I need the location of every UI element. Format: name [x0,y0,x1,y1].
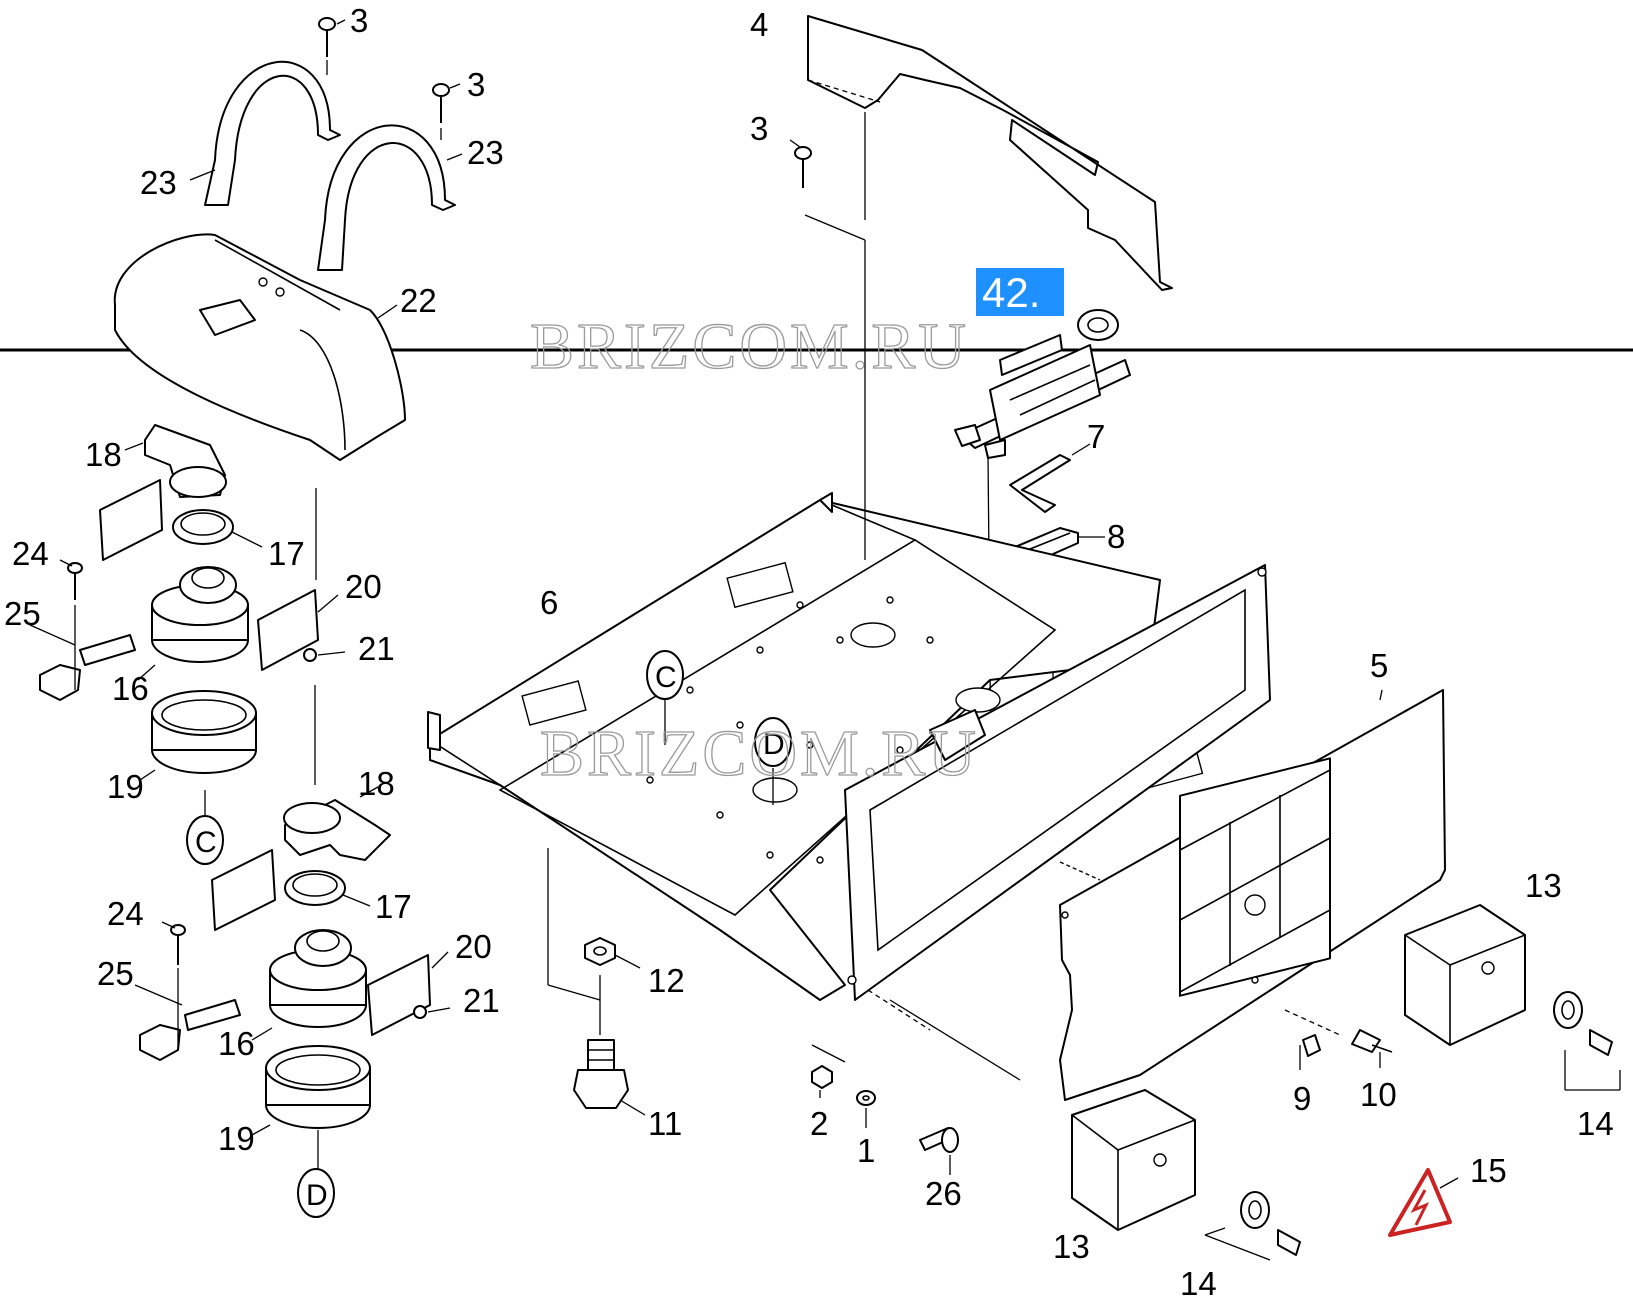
callout-20b: 20 [455,928,492,965]
part-25-brush-holder-upper [29,605,136,701]
control-panel-label-sticker [1179,768,1331,994]
callout-1: 1 [857,1132,875,1169]
reference-marker-d-bottom: D [297,1168,335,1218]
callout-3b: 3 [467,66,485,103]
callout-23b: 23 [467,134,504,171]
part-7-bracket [1009,443,1091,513]
svg-text:42.: 42. [982,269,1040,316]
callout-2: 2 [810,1105,828,1142]
part-18-outlet-duct-lower [283,786,391,861]
part-10-bolt [1284,1009,1393,1068]
part-42-terminal-assembly [954,309,1131,876]
part-3-screw-center [789,139,812,188]
callout-5: 5 [1370,647,1388,684]
part-25-brush-holder-lower [134,968,241,1061]
part-13-lock-housing-left [1071,1089,1196,1231]
part-24-screw-upper [59,559,83,600]
callout-21a: 21 [358,630,395,667]
part-17-gasket-upper [172,509,263,548]
part-20-mounting-plate-upper-a [99,479,163,561]
callout-3c: 3 [750,110,768,147]
part-14-cam-lock-right [1553,991,1621,1091]
watermark-top: BRIZCOM.RU [530,310,969,383]
callout-13b: 13 [1053,1228,1090,1265]
callout-26: 26 [925,1175,962,1212]
callout-6: 6 [540,584,558,621]
svg-text:D: D [306,1179,328,1212]
callout-12: 12 [648,962,685,999]
part-5-control-panel [1059,689,1446,1101]
part-11-hose-fitting [547,848,646,1116]
reference-marker-d-top: D [754,717,792,805]
part-20-mounting-plate-lower-a [211,849,276,931]
part-1-washer [856,1090,876,1128]
high-voltage-warning-icon [1388,1168,1459,1237]
callout-18b: 18 [358,765,395,802]
part-26-push-rivet [811,989,1021,1175]
reference-marker-c-top: C [646,650,684,745]
part-19-filter-ring-upper [139,690,257,815]
callout-14b: 14 [1180,1265,1217,1302]
part-21-screw-lower [413,1005,451,1019]
callout-17a: 17 [268,535,305,572]
part-23-u-bracket-right [317,124,463,271]
part-16-vacuum-motor-lower [251,929,367,1041]
callout-labels: 3 3 3 4 23 23 22 18 17 24 25 20 21 16 19… [4,2,1614,1302]
part-9-cage-nut [1299,1034,1321,1070]
callout-23a: 23 [140,164,177,201]
part-21-screw-upper [303,648,346,662]
part-20-mounting-plate-lower [367,951,449,1036]
callout-15: 15 [1470,1152,1507,1189]
part-20-mounting-plate-upper [257,589,339,671]
leader-part-3-center [804,214,866,241]
callout-25a: 25 [4,595,41,632]
part-3-screw-left-second [432,83,461,140]
callout-20a: 20 [345,568,382,605]
part-22-motor-cover [113,233,406,580]
callout-25b: 25 [97,955,134,992]
callout-22: 22 [400,282,437,319]
part-17-gasket-lower [284,870,371,907]
base-pan-front-frame [844,564,1271,1001]
callout-24b: 24 [107,895,144,932]
callout-19a: 19 [107,768,144,805]
callout-10: 10 [1360,1076,1397,1113]
callout-4: 4 [750,6,768,43]
callout-16a: 16 [112,670,149,707]
callout-17b: 17 [375,888,412,925]
part-14-cam-lock-left [1204,1191,1301,1261]
part-3-screw-left-top [318,17,346,75]
callout-14a: 14 [1577,1105,1614,1142]
callout-21b: 21 [463,982,500,1019]
svg-text:D: D [763,728,785,761]
callout-16b: 16 [218,1025,255,1062]
part-24-screw-lower [161,921,186,965]
reference-marker-c-bottom: C [186,815,224,865]
callout-11: 11 [648,1105,682,1142]
part-19-filter-ring-lower [251,1045,371,1170]
watermark-middle: BRIZCOM.RU [540,717,979,790]
part-13-lock-housing-right [1404,904,1526,1046]
part-23-u-bracket-left [189,60,341,206]
part-12-nut [584,937,641,969]
callout-8: 8 [1107,518,1125,555]
callout-13a: 13 [1525,867,1562,904]
part-16-vacuum-motor-upper [137,566,249,681]
callout-24a: 24 [12,535,49,572]
callout-3a: 3 [350,2,368,39]
callout-18a: 18 [85,436,122,473]
callout-19b: 19 [218,1120,255,1157]
svg-text:C: C [195,826,217,859]
part-2-nut [811,1065,833,1098]
callout-7: 7 [1087,418,1105,455]
part-18-outlet-duct-upper [124,424,227,498]
part-4-cover-plate [807,15,1173,291]
svg-text:C: C [655,661,677,694]
highlight-callout-42[interactable]: 42. [976,268,1064,316]
callout-9: 9 [1293,1080,1311,1117]
